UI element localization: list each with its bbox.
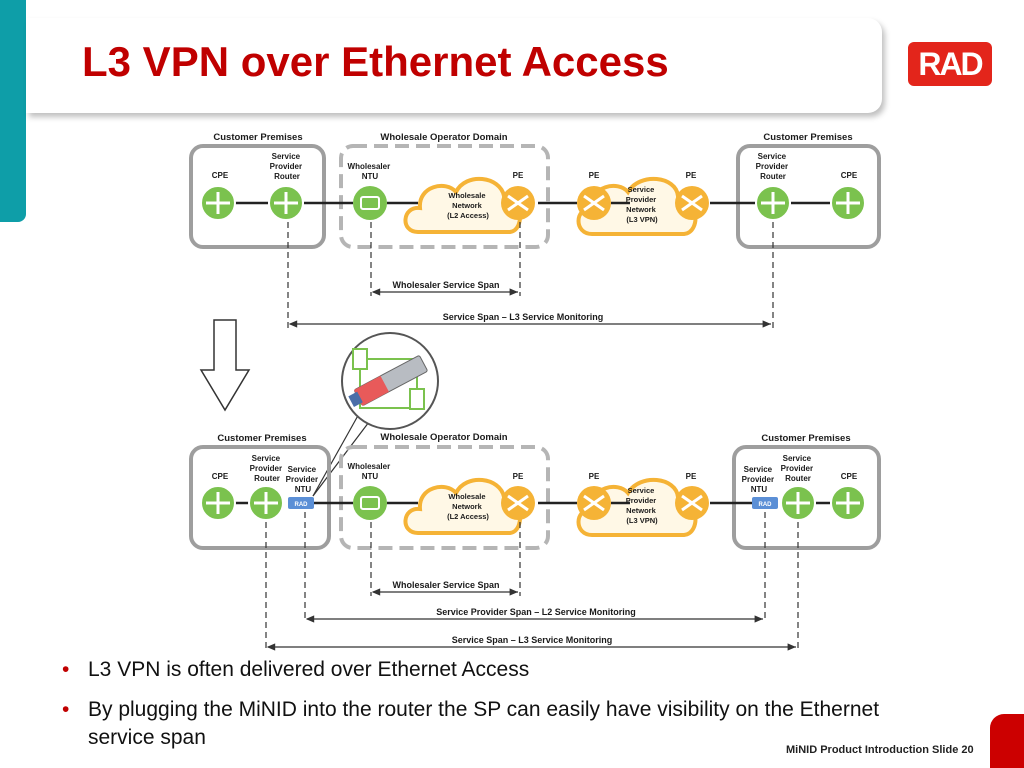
- router-icon: [268, 185, 304, 221]
- sp-span-label: Service Provider Span – L2 Service Monit…: [436, 607, 636, 617]
- sp-router-label: Service Provider Router: [756, 152, 791, 181]
- switch-icon: [501, 186, 535, 220]
- top-diagram: Customer Premises Wholesale Operator Dom…: [189, 132, 881, 330]
- service-span-label: Service Span – L3 Service Monitoring: [452, 635, 613, 645]
- wholesale-domain-frame: [339, 445, 550, 550]
- customer-premises-label: Customer Premises: [761, 433, 850, 444]
- bullet-item: • By plugging the MiNID into the router t…: [62, 696, 892, 752]
- customer-premises-label: Customer Premises: [213, 132, 302, 143]
- router-icon: [248, 485, 284, 521]
- bullet-list: • L3 VPN is often delivered over Ethernet…: [62, 656, 892, 764]
- pe-label: PE: [686, 472, 697, 481]
- customer-premises-frame-left: [189, 445, 331, 550]
- wholesale-domain-frame: [339, 144, 550, 249]
- minid-device-icon: [348, 355, 428, 407]
- minid-tag-icon: RAD: [752, 497, 778, 509]
- bullet-dot-icon: •: [62, 658, 70, 681]
- minid-tag-icon: RAD: [288, 497, 314, 509]
- wholesaler-ntu-label: Wholesaler NTU: [348, 162, 393, 181]
- switch-icon: [577, 486, 611, 520]
- slide-footer: MiNID Product Introduction Slide 20: [786, 744, 974, 756]
- wholesale-network-label: Wholesale Network (L2 Access): [447, 492, 489, 521]
- ntu-icon: [353, 186, 387, 220]
- sp-network-label: Service Provider Network (L3 VPN): [626, 486, 659, 525]
- sp-ntu-label: Service Provider NTU: [742, 465, 777, 494]
- bullet-text: L3 VPN is often delivered over Ethernet …: [88, 658, 530, 681]
- ntu-icon: [353, 486, 387, 520]
- cpe-label: CPE: [841, 171, 858, 180]
- wholesaler-span-label: Wholesaler Service Span: [392, 280, 499, 290]
- wholesaler-ntu-label: Wholesaler NTU: [348, 462, 393, 481]
- switch-icon: [577, 186, 611, 220]
- switch-icon: [501, 486, 535, 520]
- cpe-label: CPE: [212, 171, 229, 180]
- sp-router-label: Service Provider Router: [250, 454, 285, 483]
- router-icon: [830, 485, 866, 521]
- switch-icon: [675, 186, 709, 220]
- rad-tag-label: RAD: [759, 502, 773, 508]
- customer-premises-frame-right: [736, 144, 881, 249]
- rad-logo: RAD: [908, 42, 992, 86]
- switch-icon: [675, 486, 709, 520]
- pe-label: PE: [686, 171, 697, 180]
- slide-title: L3 VPN over Ethernet Access: [82, 38, 669, 85]
- sp-router-label: Service Provider Router: [270, 152, 305, 181]
- accent-bar: [0, 0, 26, 222]
- sp-network-label: Service Provider Network (L3 VPN): [626, 185, 659, 224]
- sp-ntu-label: Service Provider NTU: [286, 465, 321, 494]
- router-icon: [200, 485, 236, 521]
- minid-callout: [312, 332, 439, 497]
- customer-premises-label: Customer Premises: [763, 132, 852, 143]
- wholesale-domain-label: Wholesale Operator Domain: [380, 432, 507, 443]
- wholesaler-span-label: Wholesaler Service Span: [392, 580, 499, 590]
- pe-label: PE: [513, 171, 524, 180]
- cpe-label: CPE: [841, 472, 858, 481]
- wholesale-domain-label: Wholesale Operator Domain: [380, 132, 507, 143]
- service-span-label: Service Span – L3 Service Monitoring: [443, 312, 604, 322]
- router-icon: [780, 485, 816, 521]
- sp-router-label: Service Provider Router: [781, 454, 816, 483]
- wholesale-network-label: Wholesale Network (L2 Access): [447, 191, 489, 220]
- pe-label: PE: [589, 171, 600, 180]
- router-icon: [830, 185, 866, 221]
- bullet-dot-icon: •: [62, 698, 70, 721]
- pe-label: PE: [589, 472, 600, 481]
- title-panel: [26, 18, 882, 113]
- customer-premises-frame-right: [732, 445, 881, 550]
- down-arrow-icon: [199, 319, 251, 412]
- pe-label: PE: [513, 472, 524, 481]
- router-icon: [755, 185, 791, 221]
- customer-premises-label: Customer Premises: [217, 433, 306, 444]
- corner-accent: [990, 714, 1024, 768]
- customer-premises-frame-left: [189, 144, 326, 249]
- bullet-item: • L3 VPN is often delivered over Ethernet…: [62, 656, 892, 684]
- rad-tag-label: RAD: [295, 502, 309, 508]
- bottom-diagram: Customer Premises Wholesale Operator Dom…: [189, 432, 881, 651]
- router-icon: [200, 185, 236, 221]
- cpe-label: CPE: [212, 472, 229, 481]
- bullet-text: By plugging the MiNID into the router th…: [88, 698, 880, 749]
